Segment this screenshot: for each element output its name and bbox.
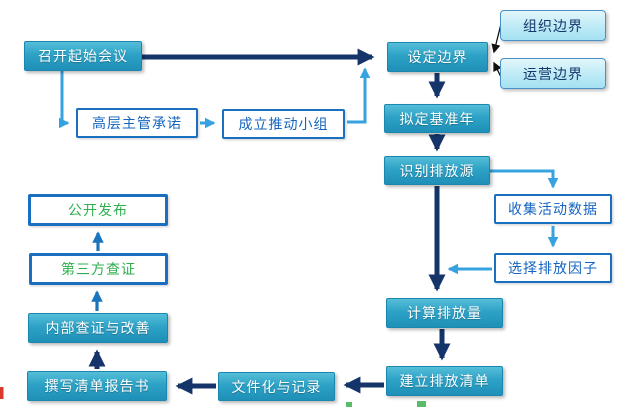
- medium-blue-arrow-group: [91, 231, 104, 311]
- flow-node-internal-verification: 内部查证与改善: [28, 313, 168, 343]
- flow-node-kickoff-meeting: 召开起始会议: [24, 41, 142, 71]
- green-watermark-fragment: [346, 402, 352, 407]
- black-connector-group: [491, 23, 502, 78]
- flow-node-promotion-team: 成立推动小组: [222, 109, 345, 139]
- flow-node-third-party-verification: 第三方查证: [29, 253, 168, 285]
- flow-node-calculate-emissions: 计算排放量: [386, 298, 503, 328]
- flow-node-base-year: 拟定基准年: [384, 104, 490, 133]
- flow-node-write-inventory-report: 撰写清单报告书: [27, 371, 167, 401]
- light-blue-arrow-group: [58, 67, 559, 275]
- flow-node-public-release: 公开发布: [28, 194, 168, 226]
- green-watermark-fragment: [417, 401, 426, 407]
- flow-node-emission-factor: 选择排放因子: [494, 253, 612, 283]
- navy-arrow-group: [88, 48, 451, 395]
- flow-node-documentation-records: 文件化与记录: [218, 372, 335, 401]
- flow-node-operational-boundary: 运营边界: [500, 58, 606, 89]
- flow-node-set-boundary: 设定边界: [387, 42, 488, 72]
- red-edge-fragment: [0, 387, 4, 399]
- flow-node-management-commitment: 高层主管承诺: [76, 108, 198, 138]
- flow-node-identify-emission-sources: 识别排放源: [384, 156, 490, 185]
- flow-node-organizational-boundary: 组织边界: [500, 10, 606, 41]
- flow-node-build-inventory: 建立排放清单: [386, 366, 503, 396]
- flow-node-collect-activity-data: 收集活动数据: [494, 194, 612, 224]
